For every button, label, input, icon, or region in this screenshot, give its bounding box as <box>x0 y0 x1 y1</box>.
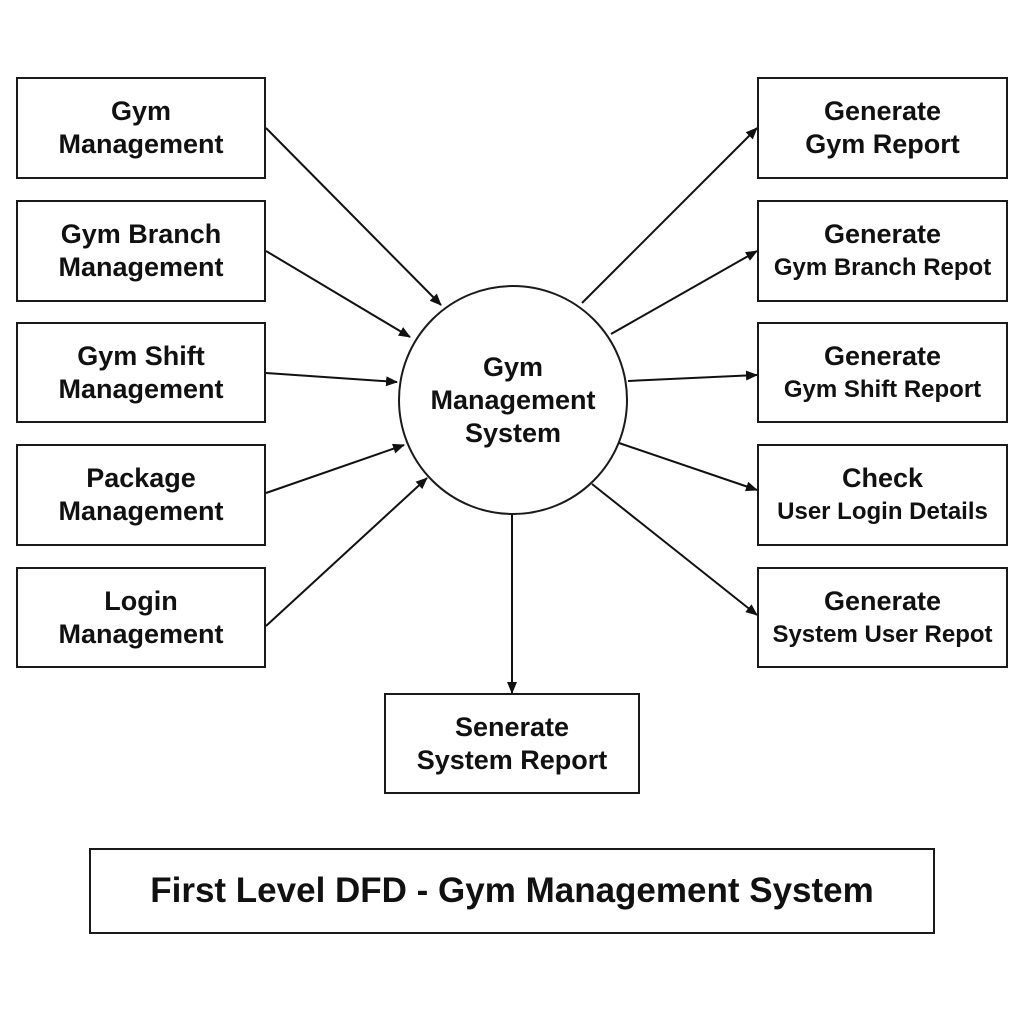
output-generate-gym-branch-report: Generate Gym Branch Repot <box>757 200 1008 302</box>
entity-gym-branch-management: Gym Branch Management <box>16 200 266 302</box>
output-label-line2: System Report <box>416 744 608 775</box>
flow-arrow-check-user-login-details <box>618 442 758 492</box>
entity-label-line1: Gym <box>110 96 172 126</box>
output-generate-system-user-report: Generate System User Repot <box>757 567 1008 668</box>
flow-arrow-generate-system-user-report <box>591 483 758 616</box>
output-label-line1: Senerate <box>454 711 570 742</box>
process-label-line1: Gym <box>482 351 544 382</box>
flow-arrow-generate-gym-report <box>581 127 758 304</box>
entity-label-line1: Login <box>104 585 178 616</box>
output-check-user-login-details: Check User Login Details <box>757 444 1008 546</box>
entity-login-management: Login Management <box>16 567 266 668</box>
process-gym-management-system: Gym Management System <box>398 285 628 515</box>
diagram-title: First Level DFD - Gym Management System <box>89 848 935 934</box>
entity-label-line1: Gym Shift <box>77 340 205 371</box>
entity-label-line2: Management <box>58 618 224 649</box>
entity-gym-shift-management: Gym Shift Management <box>16 322 266 423</box>
output-label-line2: System User Repot <box>772 620 993 648</box>
process-label-line2: Management <box>430 384 596 415</box>
output-generate-system-report: Senerate System Report <box>384 693 640 794</box>
entity-label-line2: Management <box>58 129 224 159</box>
entity-gym-management: Gym Management <box>16 77 266 179</box>
output-label-line2: Gym Branch Repot <box>773 254 992 281</box>
flow-arrow-generate-gym-branch-report <box>610 250 758 335</box>
output-generate-gym-shift-report: Generate Gym Shift Report <box>757 322 1008 423</box>
output-label-line2: Gym Shift Report <box>783 375 982 403</box>
entity-label-line1: Gym Branch <box>60 219 222 249</box>
entity-package-management: Package Management <box>16 444 266 546</box>
output-label-line2: User Login Details <box>777 498 988 525</box>
output-label-line1: Generate <box>823 219 942 249</box>
flow-arrow-package-management <box>265 443 405 494</box>
output-label-line2: Gym Report <box>805 129 960 159</box>
entity-label-line2: Management <box>58 373 224 404</box>
output-label-line1: Generate <box>823 585 942 616</box>
flow-arrow-gym-branch-management <box>265 250 411 338</box>
entity-label-line2: Management <box>58 252 224 282</box>
output-label-line1: Generate <box>823 340 942 371</box>
flow-arrow-gym-management <box>265 127 442 306</box>
output-label-line1: Generate <box>823 96 942 126</box>
flow-arrow-gym-shift-management <box>265 372 398 387</box>
flow-arrow-generate-gym-shift-report <box>627 370 758 382</box>
process-label-line3: System <box>464 417 562 448</box>
output-generate-gym-report: Generate Gym Report <box>757 77 1008 179</box>
entity-label-line2: Management <box>58 496 224 526</box>
entity-label-line1: Package <box>86 463 196 493</box>
flow-arrow-login-management <box>265 477 428 627</box>
output-label-line1: Check <box>841 463 924 493</box>
